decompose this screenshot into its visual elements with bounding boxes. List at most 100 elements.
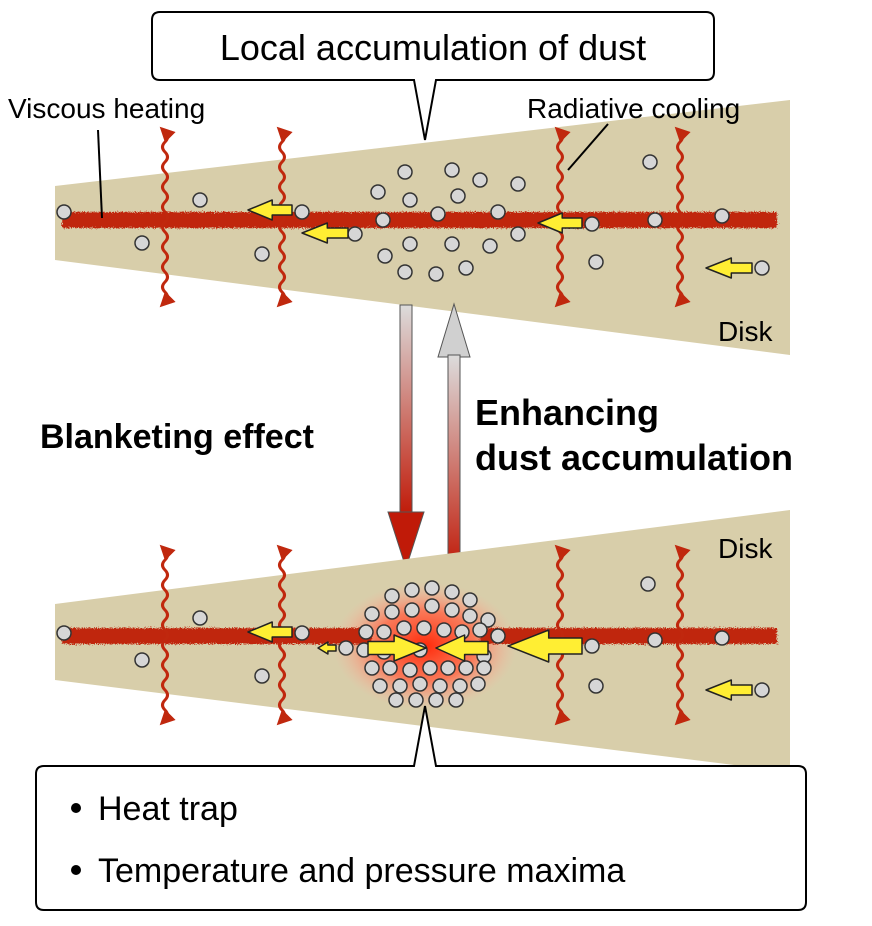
radiative-cooling-arrow [674, 544, 691, 726]
dust-grain [192, 610, 208, 626]
dust-grain [480, 612, 496, 628]
dust-grain [440, 660, 456, 676]
dust-grain [754, 682, 770, 698]
dust-grain [397, 264, 413, 280]
dust-grain [384, 604, 400, 620]
dust-grain [428, 266, 444, 282]
callout-top-text: Local accumulation of dust [220, 27, 646, 68]
dust-grain [254, 246, 270, 262]
dust-grain [396, 620, 412, 636]
dust-grain [470, 676, 486, 692]
dust-grain [714, 208, 730, 224]
drift-arrow [247, 621, 293, 643]
dust-grain [432, 678, 448, 694]
dust-grain [490, 628, 506, 644]
dust-grain [462, 608, 478, 624]
dust-grain [56, 204, 72, 220]
dust-grain [424, 598, 440, 614]
enhancing-label-line2: dust accumulation [475, 437, 793, 478]
dust-grain [56, 625, 72, 641]
dust-grain [364, 660, 380, 676]
dust-grain [402, 192, 418, 208]
dust-grain [754, 260, 770, 276]
dust-grain [714, 630, 730, 646]
dust-grain [428, 692, 444, 708]
viscous-heating-label: Viscous heating [8, 93, 205, 124]
dust-grain [375, 212, 391, 228]
dust-grain [192, 192, 208, 208]
callout-bottom: Heat trap Temperature and pressure maxim… [35, 705, 807, 911]
feedback-arrows: Blanketing effect Enhancing dust accumul… [40, 302, 793, 571]
bullet-2 [71, 865, 81, 875]
dust-grain [376, 624, 392, 640]
dust-grain [338, 640, 354, 656]
dust-grain [382, 660, 398, 676]
drift-arrow [435, 634, 489, 662]
dust-grain [370, 184, 386, 200]
dust-grain [134, 652, 150, 668]
dust-grain [444, 162, 460, 178]
disk-label-top: Disk [718, 316, 773, 347]
dust-grain [404, 582, 420, 598]
dust-grain [444, 602, 460, 618]
dust-grain [392, 678, 408, 694]
dust-grain [458, 260, 474, 276]
dust-grain [416, 620, 432, 636]
dust-grain [588, 678, 604, 694]
drift-arrow [537, 212, 583, 234]
drift-arrow [317, 641, 337, 655]
dust-grain [424, 580, 440, 596]
drift-arrows-top [247, 199, 753, 279]
dust-grain [430, 206, 446, 222]
dust-grain [254, 668, 270, 684]
dust-grain [436, 622, 452, 638]
dust-grain [358, 624, 374, 640]
dust-grain [510, 176, 526, 192]
dust-grain [347, 226, 363, 242]
dust-grain [647, 632, 663, 648]
dust-grain [422, 660, 438, 676]
dust-grain [490, 204, 506, 220]
dust-grain [476, 660, 492, 676]
drift-arrow [247, 199, 293, 221]
dust-grain [458, 660, 474, 676]
callout-item-heat-trap: Heat trap [98, 790, 238, 828]
disk-label-bottom: Disk [718, 533, 773, 564]
dust-grain [372, 678, 388, 694]
dust-grain [450, 188, 466, 204]
dust-grains-top [56, 154, 770, 282]
drift-arrow [367, 634, 427, 662]
radiative-cooling-label: Radiative cooling [527, 93, 740, 124]
bullet-1 [71, 803, 81, 813]
dust-grain [642, 154, 658, 170]
blanketing-effect-label: Blanketing effect [40, 418, 314, 456]
dust-grain [472, 172, 488, 188]
dust-grain [377, 248, 393, 264]
dust-grain [397, 164, 413, 180]
dust-grain [402, 662, 418, 678]
dust-grain [364, 606, 380, 622]
dust-grain [412, 676, 428, 692]
callout-item-maxima: Temperature and pressure maxima [98, 852, 625, 890]
dust-grain [404, 602, 420, 618]
drift-arrow [705, 679, 753, 701]
enhancing-label-line1: Enhancing [475, 392, 659, 433]
dust-grain [588, 254, 604, 270]
drift-arrow [705, 257, 753, 279]
dust-grain [388, 692, 404, 708]
dust-grain [294, 204, 310, 220]
dust-grain [640, 576, 656, 592]
dust-grain [448, 692, 464, 708]
drift-arrows-bottom [247, 621, 753, 701]
dust-grain [294, 625, 310, 641]
radiative-cooling-arrow [554, 544, 571, 726]
dust-grain [482, 238, 498, 254]
radiative-cooling-arrow [276, 126, 293, 308]
drift-arrow [507, 629, 583, 663]
viscous-heating-pointer [97, 129, 103, 219]
dust-grain [384, 588, 400, 604]
radiative-cooling-arrow [674, 126, 691, 308]
enhancing-arrow [437, 302, 471, 571]
heating-band-top [62, 212, 777, 228]
